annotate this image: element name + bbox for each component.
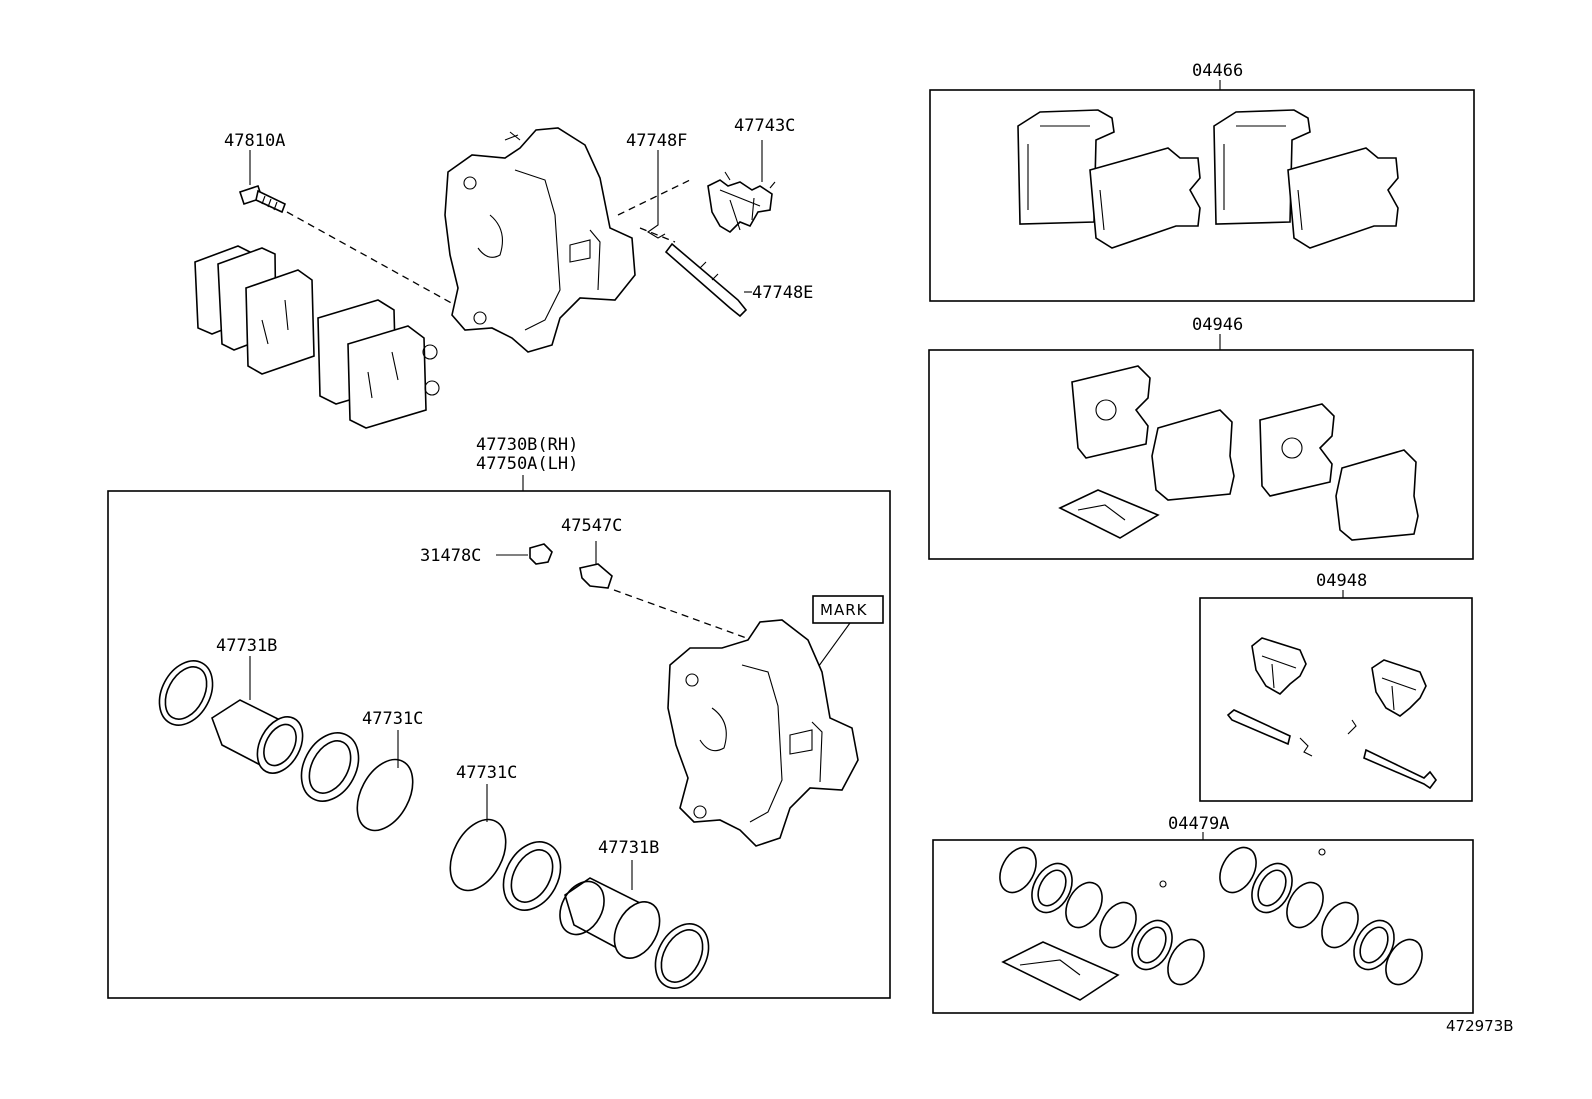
- label-47730B-rh: 47730B(RH): [476, 435, 578, 455]
- label-mark: MARK: [820, 601, 868, 619]
- label-04948: 04948: [1316, 571, 1367, 591]
- label-47750A-lh: 47750A(LH): [476, 454, 578, 474]
- label-47743C: 47743C: [734, 116, 795, 136]
- caliper-box-drawing: [667, 619, 859, 847]
- diagram-id: 472973B: [1446, 1017, 1514, 1035]
- kit-04466-box: [929, 80, 1475, 302]
- label-04946: 04946: [1192, 315, 1243, 335]
- pads-left-drawing: [194, 245, 440, 429]
- top-caliper-assembly: [194, 127, 776, 429]
- pin-47748E-drawing: [664, 242, 748, 318]
- kit-04946-box: [928, 334, 1474, 560]
- kit-04948-box: [1199, 590, 1473, 802]
- label-31478C: 31478C: [420, 546, 481, 566]
- piston-right-drawing: [449, 818, 710, 989]
- piston-left-drawing: [158, 660, 414, 832]
- bolt-47810A-drawing: [238, 184, 287, 214]
- label-04479A: 04479A: [1168, 814, 1229, 834]
- label-47547C: 47547C: [561, 516, 622, 536]
- label-47748F: 47748F: [626, 131, 687, 151]
- label-47748E: 47748E: [752, 283, 813, 303]
- label-47810A: 47810A: [224, 131, 285, 151]
- label-47731B-left: 47731B: [216, 636, 277, 656]
- label-47731B-right: 47731B: [598, 838, 659, 858]
- kit-04479A-box: [932, 832, 1474, 1014]
- label-47731C-right: 47731C: [456, 763, 517, 783]
- label-47731C-left: 47731C: [362, 709, 423, 729]
- caliper-box: [107, 475, 891, 999]
- caliper-top-drawing: [444, 127, 636, 353]
- spring-47743C-drawing: [707, 171, 776, 234]
- label-04466: 04466: [1192, 61, 1243, 81]
